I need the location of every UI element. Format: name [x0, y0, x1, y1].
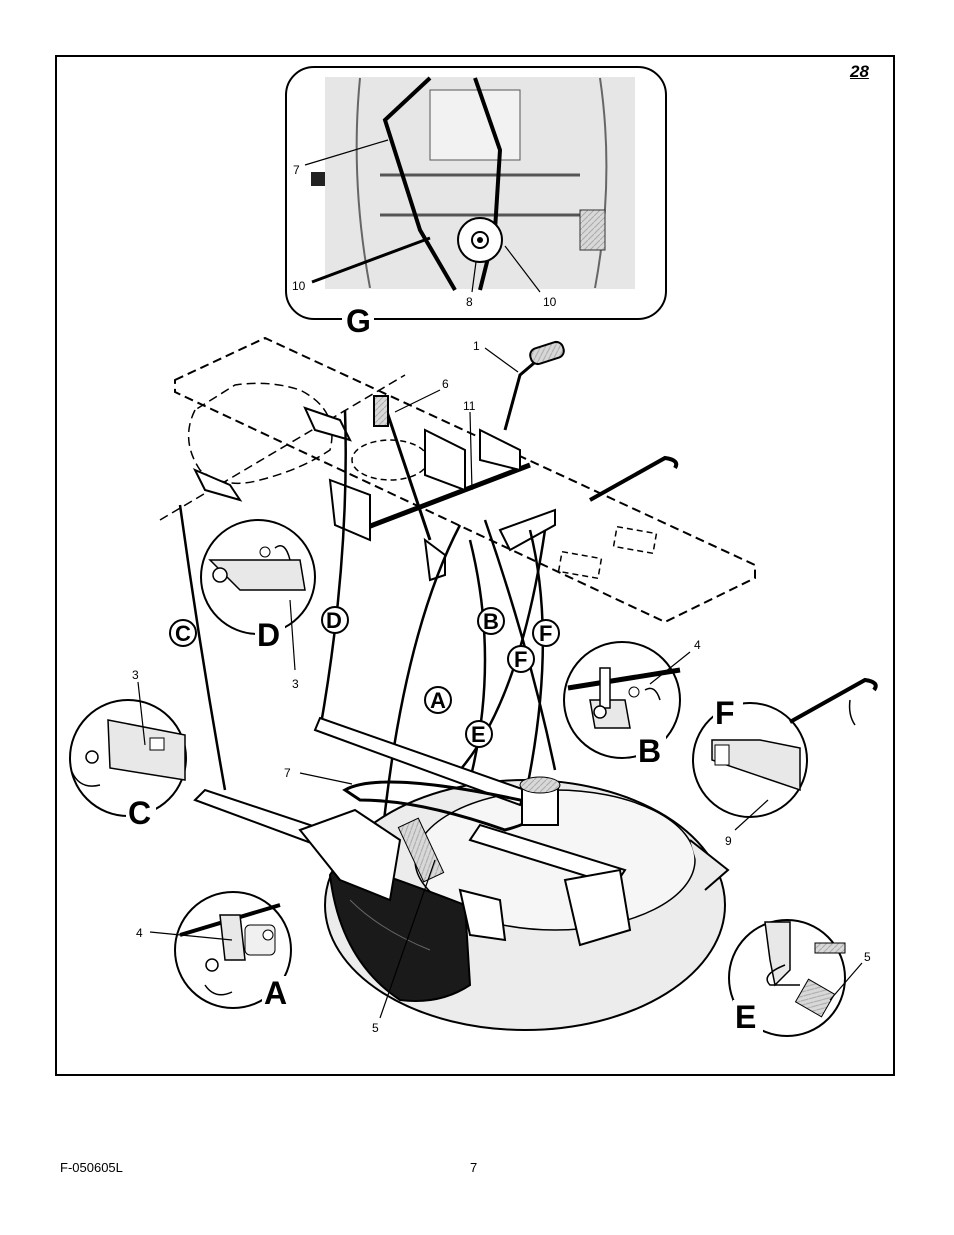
- page-number: 7: [470, 1160, 478, 1175]
- svg-text:B: B: [483, 609, 499, 634]
- detail-label-g: G: [346, 303, 371, 339]
- part-number-8: 8: [466, 295, 473, 309]
- lift-linkage-assembly: [192, 340, 679, 582]
- svg-text:F: F: [514, 647, 527, 672]
- mower-deck: [193, 716, 730, 1031]
- part-number-7-main: 7: [284, 766, 291, 780]
- circled-ref-a: A: [424, 686, 452, 714]
- figure-frame: [55, 55, 895, 1076]
- figure-number: 28: [850, 62, 869, 81]
- detail-f-circle: [692, 677, 878, 831]
- leader-lines-upper: [394, 347, 519, 491]
- detail-g-label-bg: [342, 305, 374, 337]
- part-number-7-inset: 7: [293, 163, 300, 177]
- part-number-6: 6: [442, 377, 449, 391]
- circled-ref-f-lower: F: [507, 645, 535, 673]
- circled-ref-d: D: [321, 606, 349, 634]
- document-code: F-050605L: [60, 1160, 123, 1175]
- detail-label-a: A: [264, 975, 287, 1011]
- circled-ref-c: C: [169, 619, 197, 647]
- detail-label-b: B: [638, 733, 661, 769]
- part-number-10-right: 10: [543, 295, 557, 309]
- part-number-4-b: 4: [694, 638, 701, 652]
- detail-c-circle: [69, 681, 187, 817]
- part-number-1: 1: [473, 339, 480, 353]
- part-number-3-c: 3: [132, 668, 139, 682]
- circled-ref-f-upper: F: [532, 619, 560, 647]
- detail-label-e: E: [735, 999, 756, 1035]
- part-number-3-d: 3: [292, 677, 299, 691]
- detail-label-f: F: [715, 695, 735, 731]
- detail-label-d: D: [257, 617, 280, 653]
- tractor-frame-outline: [159, 336, 756, 624]
- part-number-10-left: 10: [292, 279, 306, 293]
- svg-text:C: C: [175, 621, 191, 646]
- part-number-5-main: 5: [372, 1021, 379, 1035]
- svg-text:D: D: [326, 608, 342, 633]
- detail-g-inset: [285, 66, 667, 320]
- part-number-9: 9: [725, 834, 732, 848]
- svg-text:F: F: [539, 621, 552, 646]
- detail-label-c: C: [128, 795, 151, 831]
- part-number-5-e: 5: [864, 950, 871, 964]
- svg-text:A: A: [430, 688, 446, 713]
- part-number-4-a: 4: [136, 926, 143, 940]
- svg-text:E: E: [471, 722, 486, 747]
- detail-d-circle: [200, 519, 316, 671]
- detail-b-circle: [563, 641, 691, 759]
- circled-ref-b: B: [477, 607, 505, 635]
- circled-ref-e: E: [465, 720, 493, 748]
- part-number-11: 11: [463, 399, 476, 413]
- leader-lines-deck: [299, 772, 436, 1019]
